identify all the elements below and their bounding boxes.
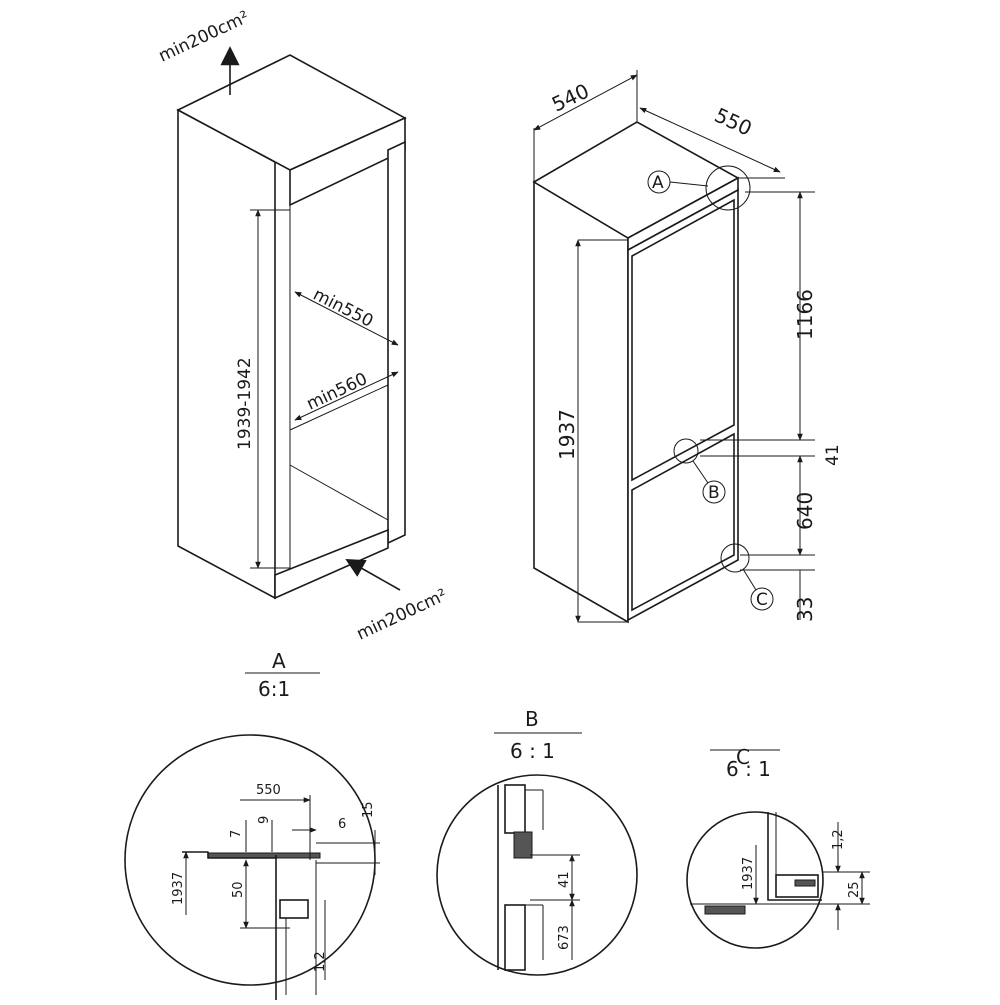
depth-dim — [639, 107, 781, 173]
detail-a-dim-1-2: 1,2 — [313, 951, 328, 972]
niche-right-panel — [387, 140, 406, 545]
detail-b-dim-673: 673 — [557, 925, 572, 950]
lower-height-label: 640 — [793, 492, 817, 530]
detail-b-circle — [436, 774, 638, 976]
callout-a-label: A — [652, 173, 664, 193]
upper-height-label: 1166 — [793, 289, 817, 340]
bottom-label: 33 — [793, 597, 817, 622]
detail-a-dim-7: 7 — [229, 830, 244, 838]
detail-c-scale: 6 : 1 — [726, 757, 771, 781]
width-dim — [533, 74, 638, 131]
detail-c-circle — [686, 811, 824, 949]
detail-a-dim-50: 50 — [231, 881, 246, 898]
detail-a-dim-9: 9 — [257, 816, 272, 824]
depth-label: 550 — [711, 103, 756, 141]
niche-depth-dim — [294, 291, 399, 346]
detail-a: A 6:1 550 7 9 6 15 1937 50 1,2 — [124, 649, 380, 1000]
detail-a-letter: A — [272, 649, 286, 673]
callout-b-label: B — [708, 483, 720, 503]
vent-bottom-arrow — [345, 559, 401, 591]
callout-a-circle — [705, 165, 751, 211]
callout-c-label: C — [756, 590, 768, 610]
niche-plinth — [274, 528, 389, 600]
detail-c-letter: C — [736, 745, 750, 769]
detail-b: B 6 : 1 41 673 — [436, 707, 638, 976]
vent-top-label: min200cm² — [156, 7, 253, 66]
detail-a-scale: 6:1 — [258, 677, 290, 701]
niche-width-dim — [294, 371, 399, 421]
detail-b-letter: B — [525, 707, 539, 731]
niche-depth-label: min550 — [310, 285, 377, 332]
detail-c: C 6 : 1 1937 1,2 25 — [686, 745, 870, 949]
detail-c-dim-1-2: 1,2 — [831, 829, 846, 850]
detail-a-dim-15: 15 — [361, 801, 376, 818]
gap-label: 41 — [823, 444, 843, 466]
niche-left-panel — [177, 108, 276, 600]
niche-width-label: min560 — [304, 369, 371, 414]
callout-c-circle — [720, 543, 750, 573]
niche-drawing: min200cm² min200cm² 1939-1942 min550 min… — [156, 7, 451, 644]
detail-a-dim-6: 6 — [338, 817, 346, 832]
upper-door — [631, 198, 735, 482]
detail-b-scale: 6 : 1 — [510, 739, 555, 763]
niche-height-label: 1939-1942 — [235, 357, 255, 450]
appliance-side-panel — [533, 180, 629, 624]
callout-b-marker — [702, 480, 726, 504]
total-height-label: 1937 — [555, 409, 579, 460]
detail-c-dim-25: 25 — [847, 881, 862, 898]
detail-a-dim-1937: 1937 — [171, 872, 186, 905]
detail-a-circle — [124, 734, 376, 986]
vent-bottom-label: min200cm² — [354, 585, 451, 644]
callout-b-circle — [673, 438, 699, 464]
callout-c-marker — [750, 587, 774, 611]
detail-b-dim-41: 41 — [557, 871, 572, 888]
appliance-drawing: 540 550 1166 41 640 33 1937 A B C — [532, 70, 843, 624]
lower-door — [631, 432, 735, 612]
detail-c-dim-1937: 1937 — [741, 857, 756, 890]
detail-a-dim-550: 550 — [256, 783, 281, 798]
